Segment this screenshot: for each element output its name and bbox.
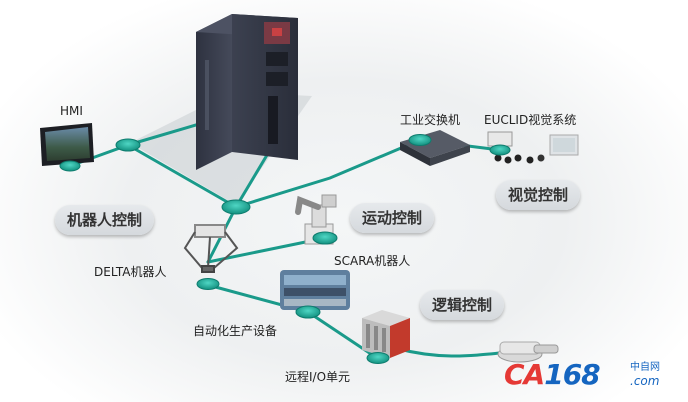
pill-vision-control: 视觉控制 (496, 180, 581, 210)
controller-front (232, 14, 298, 160)
vision-camera-4 (526, 156, 534, 164)
delta-robot-device (183, 224, 239, 273)
equipment-photo-band-2 (284, 288, 346, 296)
vision-monitor-screen (553, 138, 575, 152)
remote-io-top (362, 310, 410, 326)
controller-port-1 (266, 52, 288, 66)
industrial-robot-device (497, 341, 559, 363)
pill-robot-control: 机器人控制 (55, 205, 155, 235)
link-node3-switch (234, 138, 422, 209)
switch-front (400, 142, 430, 166)
vision-camera-1 (494, 154, 502, 162)
pill-motion-control: 运动控制 (350, 203, 435, 233)
remote-io-slot-3 (382, 328, 386, 352)
watermark-brand-main: CA (504, 358, 545, 391)
link-equipment-io (306, 310, 382, 362)
hmi-screen (45, 127, 90, 161)
equipment-photo (280, 270, 350, 310)
remote-io-device (362, 310, 410, 358)
label-switch: 工业交换机 (400, 113, 461, 127)
watermark-brand-com: .com (630, 374, 660, 388)
pill-logic-control: 逻辑控制 (420, 290, 505, 320)
label-scara-robot: SCARA机器人 (334, 254, 411, 268)
label-delta-robot: DELTA机器人 (94, 265, 167, 279)
robot-arm (533, 344, 559, 354)
delta-arm-center (207, 236, 211, 269)
link-io-robot (393, 346, 512, 358)
switch-side (430, 145, 470, 166)
scara-cable (321, 194, 337, 208)
label-vision-system: EUCLID视觉系统 (484, 113, 577, 127)
node-switch (408, 134, 432, 146)
controller-vent (205, 60, 209, 130)
node-delta (196, 278, 220, 290)
node-vision (489, 144, 511, 156)
switch-device (400, 130, 470, 166)
node-scara (312, 231, 338, 245)
watermark-brand-cn: 中自网 (630, 362, 660, 373)
controller-port-2 (266, 72, 288, 86)
vision-camera-2 (504, 156, 512, 164)
node-io (366, 352, 390, 364)
controller-terminal (268, 96, 278, 144)
node-center (221, 199, 251, 215)
node-hmi (59, 160, 81, 172)
remote-io-slot-2 (374, 326, 378, 350)
vision-camera-3 (514, 154, 522, 162)
label-hmi: HMI (60, 104, 83, 118)
scara-arm (295, 195, 321, 215)
watermark-brand: CA168 (504, 358, 601, 391)
hmi-device (40, 123, 94, 166)
node-hub (115, 138, 141, 152)
delta-effector (201, 265, 215, 273)
remote-io-side (390, 318, 410, 358)
node-equipment (295, 305, 321, 319)
vision-controller (487, 131, 513, 147)
watermark-brand-accent: 168 (544, 358, 600, 391)
label-automation-equipment: 自动化生产设备 (193, 324, 278, 338)
controller-device (196, 14, 298, 170)
link-hub-node3 (126, 143, 238, 209)
delta-arm-right (213, 231, 239, 269)
vision-system-device (487, 131, 579, 164)
delta-arm-left (183, 231, 203, 269)
vision-camera-5 (537, 154, 545, 162)
equipment-photo-band-3 (284, 299, 346, 306)
network-nodes (59, 134, 511, 364)
equipment-photo-band-1 (284, 275, 346, 285)
link-node3-controller (234, 148, 272, 209)
remote-io-slot-1 (366, 324, 370, 348)
label-remote-io: 远程I/O单元 (285, 370, 351, 384)
delta-base (194, 224, 226, 238)
controller-side (196, 14, 232, 170)
controller-led (272, 28, 282, 36)
watermark-logo: CA168 中自网 .com (504, 352, 680, 398)
